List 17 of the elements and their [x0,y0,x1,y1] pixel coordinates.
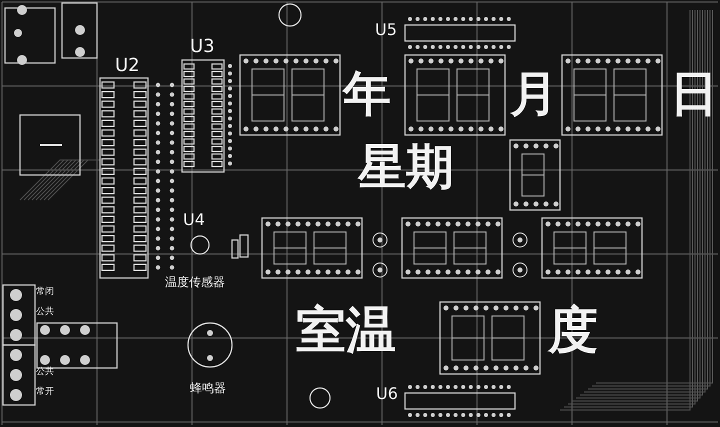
component-label: 温度传感器 [165,276,225,288]
terminal-label: 公共 [36,308,54,317]
display-label: 年 [343,70,391,118]
component-label: 蜂鸣器 [190,382,226,394]
component-designator: U6 [376,386,398,402]
terminal-label: 公共 [36,368,54,377]
component-designator: U3 [190,38,215,56]
display-label: 室温 [296,305,396,355]
component-designator: U4 [183,212,205,228]
component-designator: U2 [115,57,140,75]
terminal-label: 常开 [36,388,54,397]
display-label: 月 [510,70,558,118]
display-label: 星期 [358,143,454,191]
display-label: 日 [670,70,718,118]
display-label: 度 [548,305,598,355]
component-designator: U5 [375,22,397,38]
terminal-label: 常闭 [36,288,54,297]
